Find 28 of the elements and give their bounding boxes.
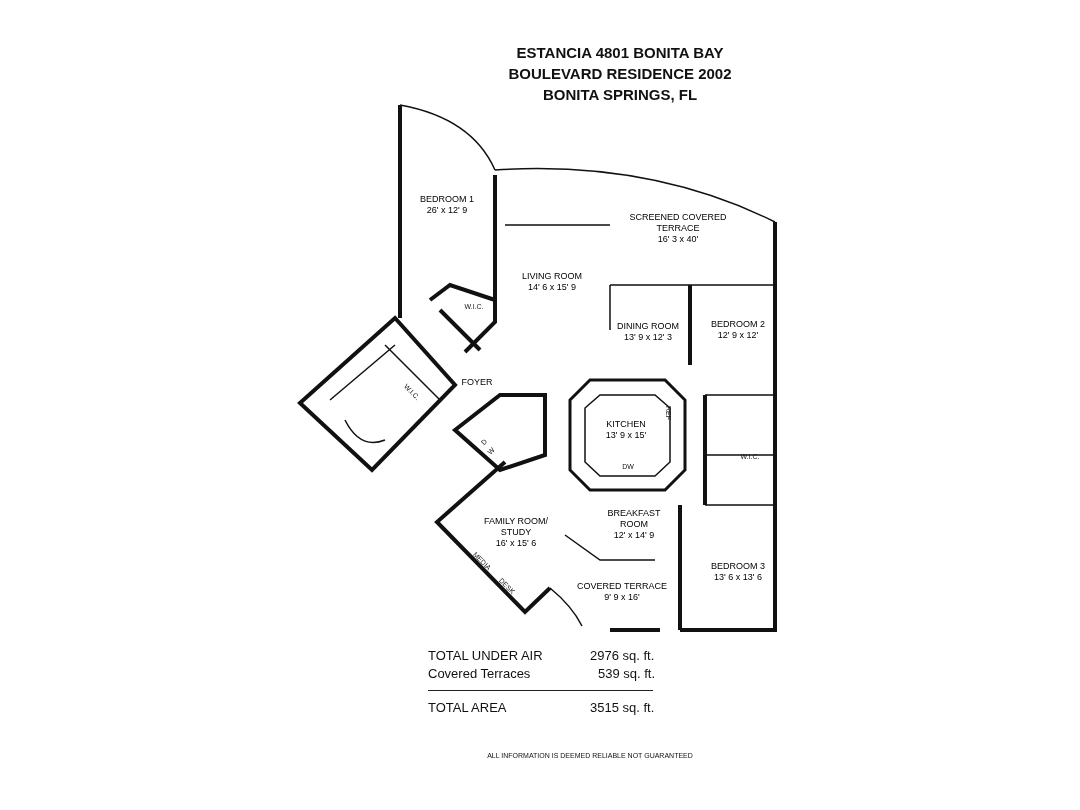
room-name: FAMILY ROOM/ STUDY xyxy=(482,515,550,538)
room-dimensions: 13' 9 x 15' xyxy=(605,430,647,441)
area-value: 539 sq. ft. xyxy=(598,666,656,681)
room-dimensions: 14' 6 x 15' 9 xyxy=(527,282,577,293)
room-name: BEDROOM 3 xyxy=(711,561,765,572)
room-dimensions: 16' x 15' 6 xyxy=(494,537,538,549)
room-dimensions: 26' x 12' 9 xyxy=(425,205,469,216)
room-name: BEDROOM 1 xyxy=(420,194,474,205)
room-name: LIVING ROOM xyxy=(522,271,582,282)
room-name: DINING ROOM xyxy=(617,321,679,332)
room-name: FOYER xyxy=(461,376,493,388)
room-name: BREAKFAST ROOM xyxy=(606,507,662,530)
room-dimensions: 12' 9 x 12' xyxy=(716,330,760,341)
area-label: Covered Terraces xyxy=(428,666,531,681)
room-dimensions: 12' x 14' 9 xyxy=(612,529,656,541)
room-dimensions: 13' 6 x 13' 6 xyxy=(713,572,763,583)
room-name: SCREENED COVERED TERRACE xyxy=(628,211,728,234)
area-label: TOTAL UNDER AIR xyxy=(428,648,543,663)
room-name: BEDROOM 2 xyxy=(711,319,765,330)
room-dimensions: 9' 9 x 16' xyxy=(603,592,641,603)
area-value: 3515 sq. ft. xyxy=(590,700,655,715)
room-dimensions: 13' 9 x 12' 3 xyxy=(623,332,673,343)
plan-title: ESTANCIA 4801 BONITA BAY BOULEVARD RESIDENCE 2002 BONITA SPRINGS, FL xyxy=(507,43,733,105)
area-value: 2976 sq. ft. xyxy=(590,648,655,663)
area-label: TOTAL AREA xyxy=(428,700,507,715)
room-name: KITCHEN xyxy=(605,419,647,430)
room-name: COVERED TERRACE xyxy=(577,581,667,592)
room-dimensions: 16' 3 x 40' xyxy=(656,233,700,245)
